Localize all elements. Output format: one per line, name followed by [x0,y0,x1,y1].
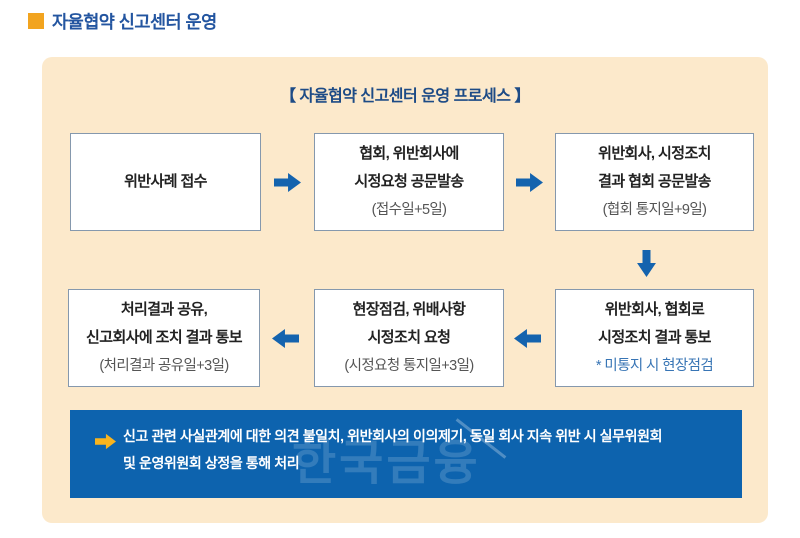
arrow-left-icon [272,329,299,348]
yellow-arrow-icon [95,433,116,450]
box-note-alert: * 미통지 시 현장점검 [595,358,714,374]
box-line: 협회, 위반회사에 [359,145,459,162]
box-note: (시정요청 통지일+3일) [344,358,474,374]
flow-box-result-sharing: 처리결과 공유, 신고회사에 조치 결과 통보 (처리결과 공유일+3일) [68,289,260,387]
arrow-right-icon [516,173,543,192]
section-header: 자율협약 신고센터 운영 [28,9,217,33]
box-line: 신고회사에 조치 결과 통보 [86,329,243,346]
banner-text: 신고 관련 사실관계에 대한 의견 불일치, 위반회사의 이의제기, 동일 회사… [123,428,663,471]
flow-box-result-notice: 위반회사, 협회로 시정조치 결과 통보 * 미통지 시 현장점검 [555,289,754,387]
box-line: 위반회사, 시정조치 [598,145,711,162]
box-line: 처리결과 공유, [120,301,208,318]
box-note: (접수일+5일) [371,202,447,218]
orange-square-bullet-icon [28,13,44,29]
process-panel: 【 자율협약 신고센터 운영 프로세스 】 위반사례 접수 협회, 위반회사에 … [42,57,768,523]
flow-box-result-dispatch: 위반회사, 시정조치 결과 협회 공문발송 (협회 통지일+9일) [555,133,754,231]
box-line: 현장점검, 위배사항 [352,301,466,318]
box-note: (처리결과 공유일+3일) [99,358,229,374]
box-line: 위반회사, 협회로 [604,301,705,318]
arrow-left-icon [514,329,541,348]
box-line: 위반사례 접수 [124,173,207,190]
committee-note-banner: 신고 관련 사실관계에 대한 의견 불일치, 위반회사의 이의제기, 동일 회사… [70,410,742,498]
flow-box-correction-request: 협회, 위반회사에 시정요청 공문발송 (접수일+5일) [314,133,504,231]
box-line: 시정요청 공문발송 [354,173,464,190]
flow-box-onsite-inspection: 현장점검, 위배사항 시정조치 요청 (시정요청 통지일+3일) [314,289,504,387]
box-line: 시정조치 요청 [367,329,451,346]
panel-subtitle: 【 자율협약 신고센터 운영 프로세스 】 [280,88,530,105]
arrow-down-icon [637,250,656,277]
box-line: 결과 협회 공문발송 [598,173,711,190]
box-note: (협회 통지일+9일) [602,202,707,218]
box-line: 시정조치 결과 통보 [598,329,711,346]
page-title: 자율협약 신고센터 운영 [52,11,217,32]
flow-box-case-receipt: 위반사례 접수 [70,133,261,231]
arrow-right-icon [274,173,301,192]
